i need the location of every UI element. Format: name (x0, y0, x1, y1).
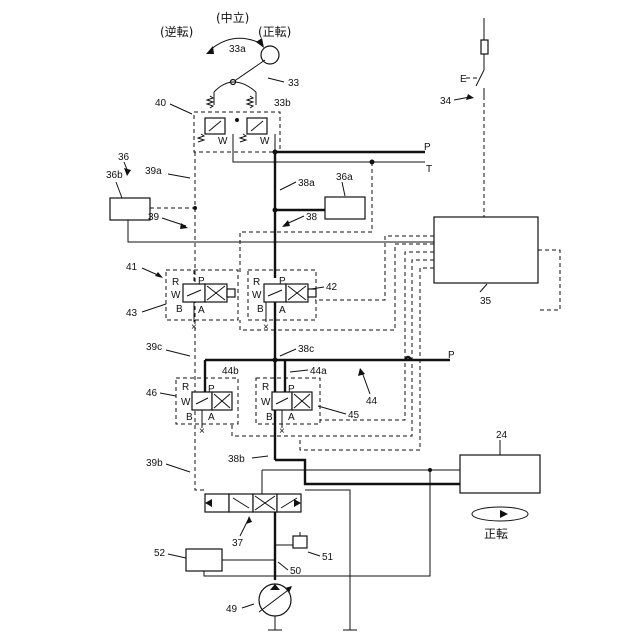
label-38c: 38c (298, 344, 314, 355)
svg-text:A: A (288, 412, 295, 423)
fuse-icon (481, 40, 488, 54)
port-P-mid: P (448, 350, 455, 361)
svg-text:W: W (252, 290, 262, 301)
svg-text:B: B (257, 304, 264, 315)
label-52: 52 (154, 548, 166, 559)
svg-text:×: × (263, 322, 269, 333)
spring-left (207, 96, 213, 108)
label-33a: 33a (229, 44, 246, 55)
label-43: 43 (126, 308, 138, 319)
svg-text:R: R (182, 382, 189, 393)
svg-text:B: B (186, 412, 193, 423)
label-rotation-forward: 正転 (484, 527, 508, 541)
svg-text:E: E (460, 74, 467, 85)
svg-text:W: W (171, 290, 181, 301)
label-39a: 39a (145, 166, 162, 177)
label-forward: (正転) (258, 25, 291, 39)
label-38b: 38b (228, 454, 245, 465)
motor-24 (460, 455, 540, 493)
label-34: 34 (440, 96, 452, 107)
svg-text:R: R (262, 382, 269, 393)
svg-text:W: W (260, 136, 270, 147)
pipe-to-motor-a (275, 460, 460, 484)
svg-text:P: P (288, 384, 295, 395)
pilot-line-39 (195, 152, 205, 490)
label-44a: 44a (310, 366, 327, 377)
label-24: 24 (496, 430, 508, 441)
svg-text:W: W (261, 397, 271, 408)
svg-text:A: A (279, 305, 286, 316)
svg-text:W: W (181, 397, 191, 408)
label-38a: 38a (298, 178, 315, 189)
svg-text:P: P (279, 276, 286, 287)
label-46: 46 (146, 388, 158, 399)
leader-33 (268, 78, 284, 82)
svg-text:×: × (191, 322, 197, 333)
sensor-52 (186, 549, 222, 571)
controller-35 (434, 217, 538, 283)
arrow-head-left (206, 46, 214, 54)
label-37: 37 (232, 538, 244, 549)
svg-text:×: × (279, 426, 285, 437)
svg-text:R: R (172, 277, 179, 288)
label-44b: 44b (222, 366, 239, 377)
label-neutral: (中立) (216, 10, 249, 25)
svg-text:A: A (198, 305, 205, 316)
label-39b: 39b (146, 458, 163, 469)
label-40: 40 (155, 98, 167, 109)
svg-text:W: W (218, 136, 228, 147)
label-36b: 36b (106, 170, 123, 181)
label-51: 51 (322, 552, 334, 563)
port-T: T (426, 164, 432, 175)
port-P-top: P (424, 142, 431, 153)
label-45: 45 (348, 410, 360, 421)
label-49: 49 (226, 604, 238, 615)
label-39c: 39c (146, 342, 162, 353)
label-39: 39 (148, 212, 160, 223)
svg-text:R: R (253, 277, 260, 288)
svg-text:A: A (208, 412, 215, 423)
spring-right (247, 96, 253, 108)
label-36a: 36a (336, 172, 353, 183)
lever-arm (233, 60, 265, 82)
relief-valve-51 (293, 536, 307, 548)
label-reverse: (逆転) (160, 24, 193, 39)
svg-text:×: × (199, 426, 205, 437)
label-41: 41 (126, 262, 138, 273)
label-44: 44 (366, 396, 378, 407)
label-35: 35 (480, 296, 492, 307)
svg-text:P: P (198, 276, 205, 287)
sensor-36a (325, 197, 365, 219)
arrow-head-right (256, 38, 264, 48)
label-33: 33 (288, 78, 300, 89)
label-42: 42 (326, 282, 338, 293)
label-50: 50 (290, 566, 302, 577)
label-38: 38 (306, 212, 318, 223)
sensor-36b (110, 198, 150, 220)
svg-text:P: P (208, 384, 215, 395)
svg-text:B: B (176, 304, 183, 315)
svg-text:B: B (266, 412, 273, 423)
label-36: 36 (118, 152, 130, 163)
label-33b: 33b (274, 98, 291, 109)
